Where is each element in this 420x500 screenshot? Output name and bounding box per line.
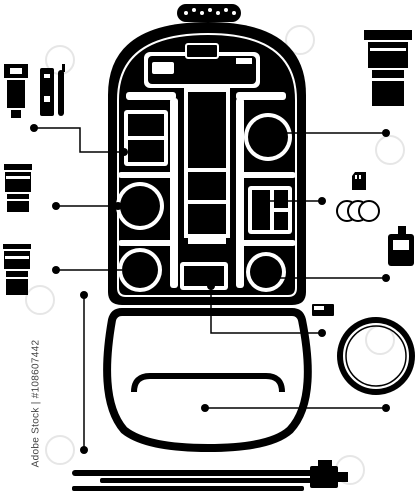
tripod-icon	[72, 460, 348, 491]
lens-filters-icon	[336, 200, 380, 222]
divider-left-low	[118, 240, 174, 246]
accessory-slot-right	[248, 186, 292, 234]
telephoto-lens-icon	[364, 30, 412, 106]
divider-right-low	[240, 240, 296, 246]
leader-lines	[34, 127, 386, 450]
prime-lens-icon	[3, 244, 31, 295]
flash-in-bag	[124, 110, 168, 166]
battery-icon	[312, 304, 334, 316]
backpack-handle	[177, 4, 241, 22]
divider-top-left	[126, 92, 176, 100]
divider-right-mid	[240, 172, 296, 178]
zoom-lens-icon	[4, 164, 32, 212]
divider-center-left	[170, 98, 178, 288]
front-pocket-zipper	[131, 373, 285, 393]
backpack-inner-lining	[117, 32, 297, 297]
dslr-camera	[144, 43, 260, 88]
remote-trigger-icon	[40, 64, 65, 116]
telephoto-lens-in-bag	[184, 88, 230, 244]
divider-center-right	[236, 98, 244, 288]
divider-top-right	[236, 92, 286, 100]
leader-dots	[30, 124, 390, 454]
memory-card-icon	[352, 172, 366, 190]
circular-filter-icon	[337, 317, 415, 395]
flash-unit-icon	[4, 64, 28, 118]
backpack-front-pocket	[103, 308, 312, 453]
stock-id-text: Adobe Stock | #108607442	[30, 339, 42, 468]
battery-charger-icon	[388, 226, 414, 266]
divider-left-mid	[118, 172, 174, 178]
